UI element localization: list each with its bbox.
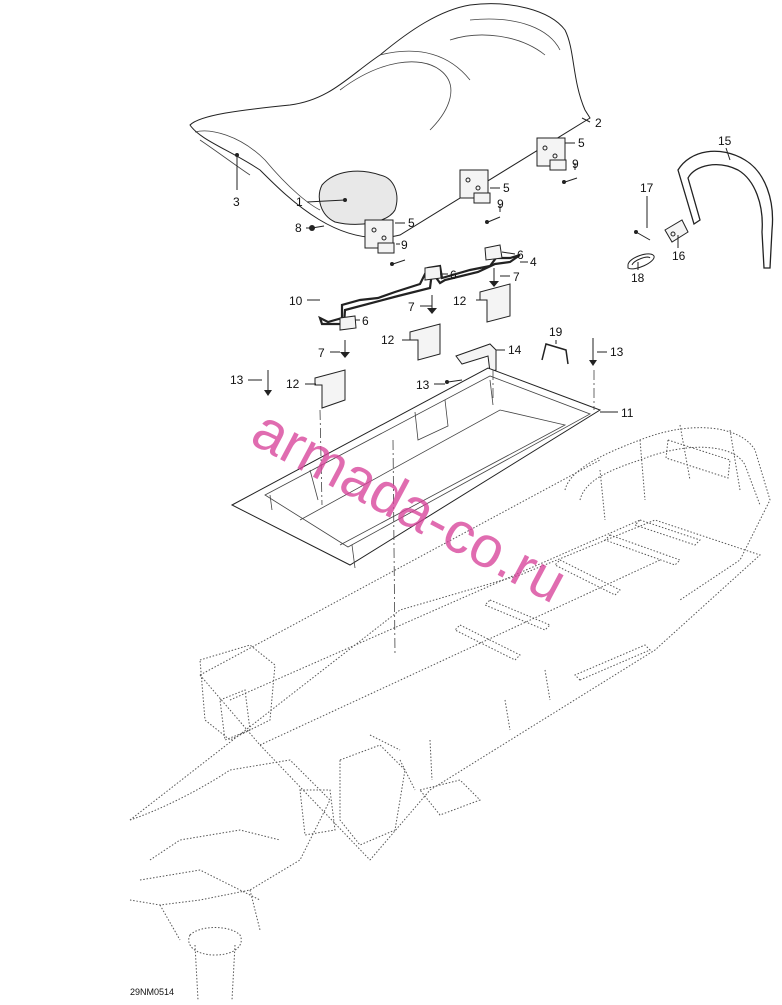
callout-9: 9 (401, 238, 408, 252)
callout-7: 7 (318, 346, 325, 360)
callout-6: 6 (517, 248, 524, 262)
callout-16: 16 (672, 249, 686, 263)
callout-6: 6 (450, 268, 457, 282)
callout-12: 12 (286, 377, 300, 391)
callout-9: 9 (572, 157, 579, 171)
clip (339, 244, 503, 331)
callout-3: 3 (233, 195, 240, 209)
callout-14: 14 (508, 343, 522, 357)
callout-6: 6 (362, 314, 369, 328)
bracket (314, 283, 511, 409)
callout-7: 7 (408, 300, 415, 314)
callout-12: 12 (381, 333, 395, 347)
callout-12: 12 (453, 294, 467, 308)
callout-13: 13 (610, 345, 624, 359)
chassis-frame (129, 424, 771, 1001)
callout-18: 18 (631, 271, 645, 285)
callout-15: 15 (718, 134, 732, 148)
grab-handle (627, 150, 774, 270)
callout-10: 10 (289, 294, 303, 308)
callout-1: 1 (296, 195, 303, 209)
alignment-lines (319, 370, 595, 656)
bolt (340, 268, 499, 358)
callout-7: 7 (513, 270, 520, 284)
callout-9: 9 (497, 197, 504, 211)
callout-19: 19 (549, 325, 563, 339)
storage-tray (230, 367, 602, 569)
spring-clip (541, 343, 569, 365)
drawing-code: 29NM0514 (130, 987, 174, 997)
leader-lines (236, 117, 731, 413)
hinge (459, 169, 491, 204)
rivet (264, 338, 597, 396)
callout-17: 17 (640, 181, 654, 195)
latch-rod (318, 253, 521, 326)
callout-5: 5 (503, 181, 510, 195)
callout-8: 8 (295, 221, 302, 235)
callout-13: 13 (416, 378, 430, 392)
callout-labels: 1 2 3 4 5 5 5 6 6 6 7 7 7 8 9 9 9 10 11 … (230, 116, 732, 420)
callout-5: 5 (408, 216, 415, 230)
callout-5: 5 (578, 136, 585, 150)
callout-2: 2 (595, 116, 602, 130)
hinge (364, 219, 395, 254)
callout-13: 13 (230, 373, 244, 387)
hinge (536, 137, 567, 171)
callout-4: 4 (530, 255, 537, 269)
seat (189, 3, 591, 239)
callout-11: 11 (621, 406, 634, 420)
